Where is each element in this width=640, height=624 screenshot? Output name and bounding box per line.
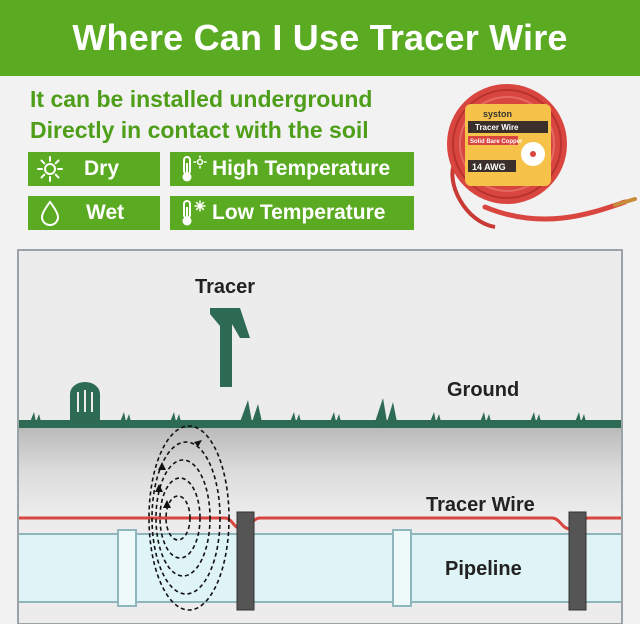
- ground-label: Ground: [447, 379, 520, 401]
- intro-line-2: Directly in contact with the soil: [30, 117, 369, 143]
- chip-dry-label: Dry: [84, 157, 120, 180]
- spool-brand: syston: [483, 109, 512, 119]
- spool-name: Tracer Wire: [475, 123, 519, 132]
- ground-surface: [19, 420, 621, 428]
- intro-line-1: It can be installed underground: [30, 86, 373, 112]
- wire-spool-image: syston Tracer Wire Solid Bare Copper 14 …: [447, 84, 637, 229]
- water-drop-icon: [40, 200, 60, 226]
- chip-low-temperature-label: Low Temperature: [212, 201, 386, 224]
- tracer-label: Tracer: [195, 276, 256, 298]
- chip-high-temperature: High Temperature: [170, 152, 414, 186]
- tracer-wire-label: Tracer Wire: [426, 494, 535, 516]
- spool-gauge: 14 AWG: [472, 162, 506, 172]
- spool-type: Solid Bare Copper: [470, 139, 523, 145]
- wire-posts: [236, 511, 587, 611]
- thermometer-heat-icon: [182, 155, 207, 182]
- pipe-couplings: [117, 529, 412, 607]
- chip-low-temperature: Low Temperature: [170, 196, 414, 230]
- sun-icon: [37, 156, 63, 182]
- pipeline: [19, 534, 621, 602]
- title-banner: Where Can I Use Tracer Wire: [0, 0, 640, 76]
- field-arrows: [155, 440, 202, 508]
- chip-dry: Dry: [28, 152, 160, 186]
- grass: [30, 398, 586, 422]
- chip-high-temperature-label: High Temperature: [212, 157, 391, 180]
- underground-diagram: [17, 249, 623, 624]
- pipeline-label: Pipeline: [445, 558, 522, 580]
- soil-layer: [19, 424, 621, 519]
- tracer-locator: [210, 308, 250, 387]
- thermometer-cold-icon: [182, 200, 206, 226]
- chip-wet-label: Wet: [86, 201, 125, 224]
- access-box: [70, 382, 100, 422]
- page-title: Where Can I Use Tracer Wire: [72, 17, 568, 58]
- chip-wet: Wet: [28, 196, 160, 230]
- signal-field: [148, 425, 230, 611]
